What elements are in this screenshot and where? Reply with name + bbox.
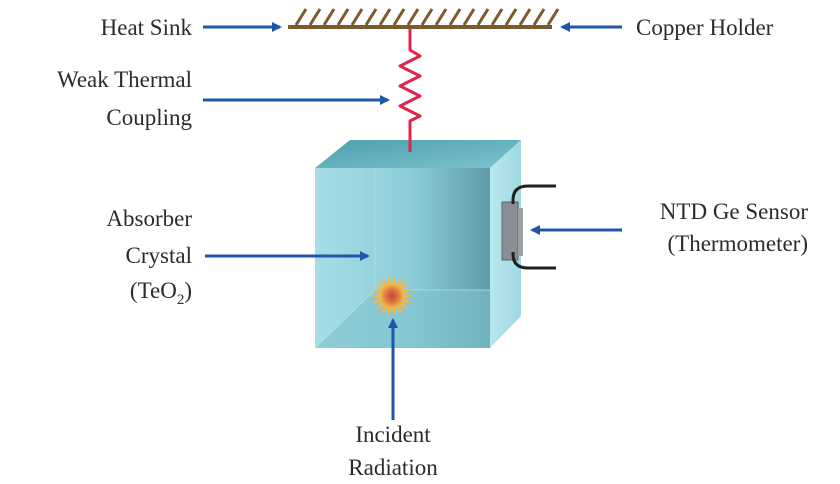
heat-sink-label: Heat Sink xyxy=(101,15,193,40)
sensor-label-line2: (Thermometer) xyxy=(668,231,808,256)
hatch-mark xyxy=(462,8,476,26)
incident-label-line1: Incident xyxy=(355,422,431,447)
crystal-inner-floor xyxy=(315,290,490,348)
hatch-mark xyxy=(350,8,364,26)
hatch-mark xyxy=(364,8,378,26)
crystal-top-face xyxy=(315,140,521,168)
hatch-mark xyxy=(378,8,392,26)
hatch-mark xyxy=(308,8,322,26)
copper-holder-label: Copper Holder xyxy=(636,15,774,40)
absorber-label-line2: Crystal xyxy=(126,243,192,268)
arrows xyxy=(203,22,622,420)
hatch-mark xyxy=(322,8,336,26)
hatch-mark xyxy=(420,8,434,26)
sensor-wire-top xyxy=(511,184,556,204)
hatch-mark xyxy=(392,8,406,26)
absorber-label-line3: (TeO2) xyxy=(130,278,192,308)
thermal-coupling-spring xyxy=(398,29,422,150)
incident-label-line2: Radiation xyxy=(348,455,438,480)
absorber-crystal xyxy=(314,140,521,349)
hatch-mark xyxy=(476,8,490,26)
holder-hatching xyxy=(294,8,560,26)
hatch-mark xyxy=(294,8,308,26)
weak-thermal-label-line1: Weak Thermal xyxy=(57,67,192,92)
hatch-mark xyxy=(406,8,420,26)
absorber-label-line1: Absorber xyxy=(106,206,192,231)
ntd-ge-sensor xyxy=(501,184,556,270)
radiation-hit-burst xyxy=(370,274,414,318)
hatch-mark xyxy=(490,8,504,26)
hatch-mark xyxy=(336,8,350,26)
weak-thermal-label-line2: Coupling xyxy=(106,105,192,130)
hatch-mark xyxy=(532,8,546,26)
hatch-mark xyxy=(518,8,532,26)
hatch-mark xyxy=(434,8,448,26)
hatch-mark xyxy=(546,8,560,26)
sensor-label-line1: NTD Ge Sensor xyxy=(660,199,809,224)
sensor-chip xyxy=(501,201,519,261)
hatch-mark xyxy=(448,8,462,26)
sensor-wire-bottom xyxy=(511,252,556,270)
hatch-mark xyxy=(504,8,518,26)
copper-holder xyxy=(288,8,560,29)
